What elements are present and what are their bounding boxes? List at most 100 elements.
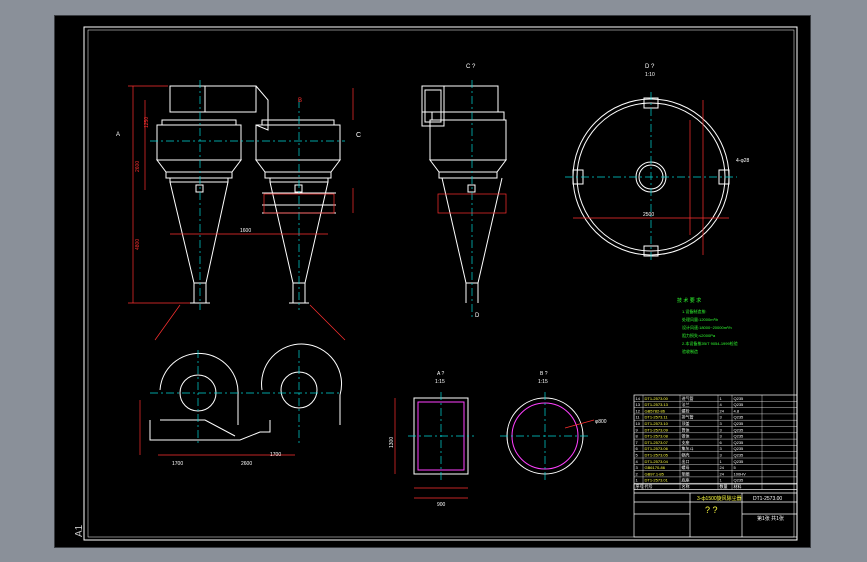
dim-front-mid: 2600 bbox=[135, 161, 141, 172]
plan-centerlines bbox=[565, 92, 737, 262]
bom-cell-no: 12 bbox=[636, 408, 641, 413]
bom-cell-qty: 3 bbox=[720, 421, 723, 426]
bom-cell-name: 螺母 bbox=[682, 464, 690, 470]
volute-centerlines bbox=[150, 350, 340, 445]
bom-cell-name: 筒体 bbox=[682, 426, 690, 432]
bom-cell-mat: Q235 bbox=[734, 478, 745, 483]
dim-spacing: 1600 bbox=[240, 228, 251, 234]
bom-cell-qty: 4 bbox=[720, 402, 723, 407]
bom-cell-name: 顶盖 bbox=[682, 420, 690, 426]
bom-cell-code: DT1-2573.01 bbox=[645, 478, 669, 483]
title-sheet-info: 第1张 共1张 bbox=[757, 515, 784, 522]
bom-cell-name: 排气管 bbox=[682, 414, 694, 420]
bom-cell-mat: Q235 bbox=[734, 415, 745, 420]
bom-cell-mat: Q235 bbox=[734, 453, 745, 458]
bom-cell-mat: Q235 bbox=[734, 396, 745, 401]
bom-cell-name: 集灰斗 bbox=[682, 445, 694, 451]
bom-cell-code: GB97.1-85 bbox=[645, 471, 665, 476]
bom-cell-qty: 24 bbox=[720, 408, 725, 413]
bom-cell-no: 10 bbox=[636, 421, 641, 426]
bom-cell-qty: 3 bbox=[720, 415, 723, 420]
title-drawing-name: ? ? bbox=[705, 505, 718, 515]
bom-cell-code: DT1-2573.06 bbox=[645, 446, 669, 451]
dim-rect-width: 900 bbox=[437, 502, 446, 508]
side-view bbox=[421, 85, 507, 303]
plan-dimensions bbox=[573, 100, 729, 255]
bom-cell-qty: 24 bbox=[720, 465, 725, 470]
bom-cell-no: 5 bbox=[636, 453, 639, 458]
bom-cell-code: GB6170-86 bbox=[645, 465, 666, 470]
bom-cell-mat: Q235 bbox=[734, 446, 745, 451]
section-b-title: B ? bbox=[540, 371, 548, 377]
bom-cell-no: 8 bbox=[636, 434, 639, 439]
title-drawing-number: DT1-2573.00 bbox=[753, 496, 782, 502]
bom-cell-mat: 100HV bbox=[734, 471, 747, 476]
bom-cell-mat: Q235 bbox=[734, 427, 745, 432]
bom-cell-mat: Q235 bbox=[734, 440, 745, 445]
bom-cell-name: 支座 bbox=[682, 439, 690, 445]
bom-cell-mat: 4.8 bbox=[734, 408, 740, 413]
bom-cell-no: 14 bbox=[636, 396, 641, 401]
label-c: C bbox=[356, 132, 361, 139]
label-a: A bbox=[116, 132, 120, 138]
plan-scale: 1:10 bbox=[645, 72, 655, 78]
bom-cell-code: DT1-2573.10 bbox=[645, 421, 669, 426]
bom-cell-no: 1 bbox=[636, 478, 639, 483]
bom-header-name: 名称 bbox=[682, 483, 690, 489]
bom-cell-no: 7 bbox=[636, 440, 639, 445]
bom-cell-name: 垫圈 bbox=[682, 470, 690, 476]
bom-cell-qty: 3 bbox=[720, 434, 723, 439]
dim-front-lower: 4800 bbox=[135, 239, 141, 250]
section-b-centerlines bbox=[500, 392, 590, 480]
bom-cell-no: 3 bbox=[636, 465, 639, 470]
label-d: D bbox=[475, 313, 480, 319]
notes-heading: 技 术 要 求 bbox=[677, 297, 701, 304]
bom-header-mat: 材料 bbox=[734, 483, 742, 489]
bom-cell-name: 底座 bbox=[682, 477, 690, 483]
bom-cell-code: GB5782-86 bbox=[645, 408, 666, 413]
bom-cell-mat: Q235 bbox=[734, 459, 745, 464]
notes-line-4: 阻力损失:≤2000Pa bbox=[682, 332, 716, 338]
plan-title: D ? bbox=[645, 64, 655, 70]
dim-bottom-mid: 2600 bbox=[241, 461, 252, 467]
bom-cell-qty: 24 bbox=[720, 471, 725, 476]
side-dimensions bbox=[437, 193, 507, 214]
bom-cell-code: DT1-2573.04 bbox=[645, 459, 669, 464]
bom-header-qty: 数量 bbox=[720, 483, 728, 489]
bom-cell-no: 2 bbox=[636, 471, 639, 476]
notes-line-1: 1.设备制造按: bbox=[682, 308, 706, 314]
front-centerlines bbox=[150, 80, 345, 310]
front-view bbox=[156, 85, 341, 304]
bom-cell-name: 出口 bbox=[682, 458, 690, 464]
section-b-leader bbox=[564, 419, 595, 429]
bom-cell-code: DT1-2573.00 bbox=[645, 396, 669, 401]
bom-cell-code: DT1-2573.11 bbox=[645, 415, 669, 420]
bom-cell-mat: Q235 bbox=[734, 402, 745, 407]
bom-cell-name: 蜗壳 bbox=[682, 452, 690, 458]
dim-bottom-left: 1700 bbox=[172, 461, 183, 467]
sheet-size-label: A1 bbox=[74, 524, 85, 537]
bom-cell-code: DT1-2573.13 bbox=[645, 402, 669, 407]
top-view-title: C ? bbox=[466, 64, 476, 70]
inner-border-2 bbox=[87, 29, 795, 538]
bom-header-no: 序号 bbox=[636, 483, 644, 489]
section-a-title: A ? bbox=[437, 371, 444, 377]
bom-header-code: 代号 bbox=[645, 483, 653, 489]
notes-line-2: 处理风量:12000m³/h bbox=[682, 316, 718, 322]
bom-cell-qty: 3 bbox=[720, 453, 723, 458]
bom-cell-mat: 5 bbox=[734, 465, 737, 470]
bom-cell-qty: 6 bbox=[720, 440, 723, 445]
bom-cell-code: DT1-2573.05 bbox=[645, 453, 669, 458]
bom-cell-no: 13 bbox=[636, 402, 641, 407]
notes-line-5: 2.本设备按JB/T 9054-1999检验 bbox=[682, 340, 738, 346]
bom-cell-no: 9 bbox=[636, 427, 639, 432]
bom-cell-qty: 1 bbox=[720, 459, 723, 464]
bom-cell-name: 螺栓 bbox=[682, 407, 690, 413]
bom-cell-mat: Q235 bbox=[734, 421, 745, 426]
volute-view bbox=[149, 343, 343, 441]
section-a-dims bbox=[394, 398, 468, 499]
front-dimensions bbox=[128, 85, 354, 341]
dim-circle-dia: φ800 bbox=[595, 419, 607, 425]
